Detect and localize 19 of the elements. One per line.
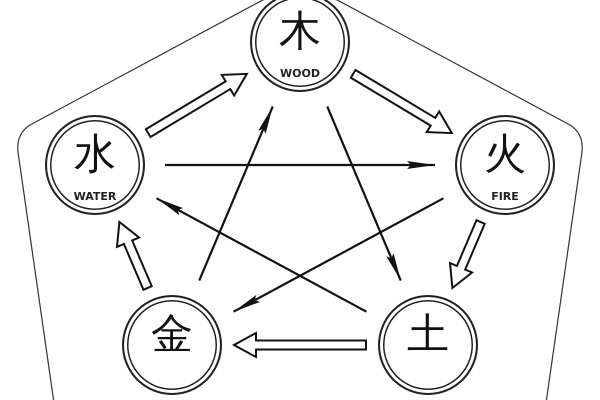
- hollow-arrow: [448, 218, 486, 290]
- chinese-character: 土: [407, 313, 449, 355]
- element-label: WATER: [74, 191, 116, 202]
- arrow: [233, 197, 444, 313]
- hollow-arrow: [232, 331, 367, 359]
- arrow: [156, 197, 367, 313]
- hollow-arrow: [116, 220, 154, 292]
- element-label: FIRE: [491, 191, 519, 202]
- hollow-arrow: [349, 68, 454, 134]
- chinese-character: 水: [74, 133, 116, 175]
- arrow: [198, 106, 274, 281]
- element-label: WOOD: [280, 68, 320, 79]
- chinese-character: 火: [484, 133, 526, 175]
- arrow: [326, 106, 402, 281]
- chinese-character: 木: [279, 10, 321, 52]
- hollow-arrow: [144, 72, 249, 138]
- chinese-character: 金: [151, 313, 193, 355]
- arrow: [165, 161, 435, 169]
- element-circle: [250, 0, 350, 92]
